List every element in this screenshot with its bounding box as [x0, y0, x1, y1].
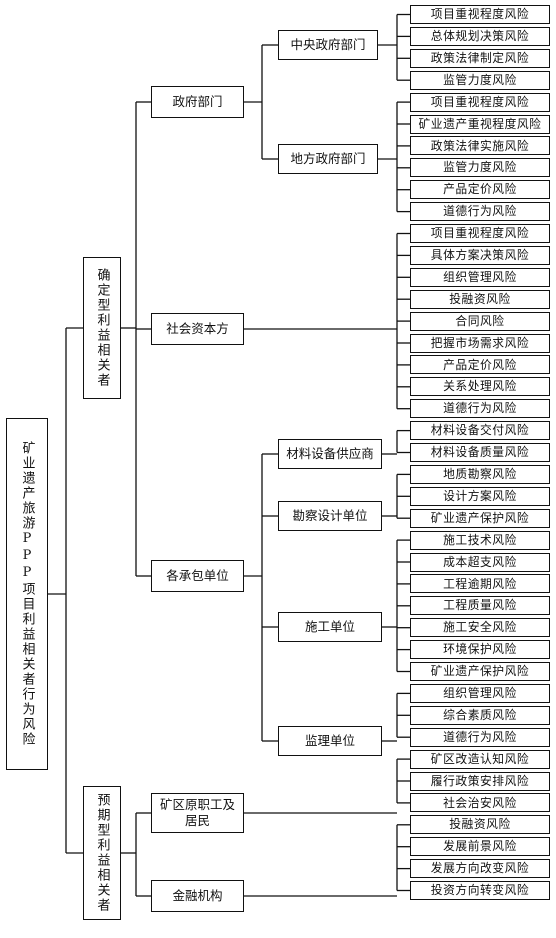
leaf-financial-1: 发展前景风险	[410, 837, 550, 857]
node-contractors: 各承包单位	[151, 560, 244, 592]
leaf-central-gov-0: 项目重视程度风险	[410, 5, 550, 24]
leaf-construction-1: 成本超支风险	[410, 552, 550, 572]
leaf-construction-6: 矿业遗产保护风险	[410, 662, 550, 681]
leaf-survey-design-0: 地质勘察风险	[410, 464, 550, 484]
leaf-residents-2: 社会治安风险	[410, 793, 550, 813]
node-financial: 金融机构	[151, 880, 244, 912]
leaf-local-gov-4: 产品定价风险	[410, 180, 550, 200]
leaf-social-capital-7: 关系处理风险	[410, 377, 550, 397]
node-supervision: 监理单位	[278, 726, 382, 756]
node-central-gov: 中央政府部门	[278, 30, 378, 60]
leaf-local-gov-0: 项目重视程度风险	[410, 92, 550, 112]
leaf-survey-design-1: 设计方案风险	[410, 486, 550, 506]
leaf-local-gov-3: 监管力度风险	[410, 158, 550, 178]
leaf-local-gov-2: 政策法律实施风险	[410, 136, 550, 156]
leaf-residents-1: 履行政策安排风险	[410, 771, 550, 791]
leaf-social-capital-5: 把握市场需求风险	[410, 333, 550, 353]
leaf-social-capital-2: 组织管理风险	[410, 267, 550, 287]
leaf-social-capital-0: 项目重视程度风险	[410, 224, 550, 243]
leaf-material-supplier-1: 材料设备质量风险	[410, 443, 550, 462]
leaf-construction-5: 环境保护风险	[410, 640, 550, 660]
group-confirmed: 确定型利益相关者	[83, 257, 121, 399]
leaf-construction-0: 施工技术风险	[410, 530, 550, 550]
node-material-supplier: 材料设备供应商	[278, 439, 382, 469]
leaf-construction-2: 工程逾期风险	[410, 574, 550, 594]
leaf-financial-3: 投资方向转变风险	[410, 881, 550, 900]
leaf-central-gov-2: 政策法律制定风险	[410, 48, 550, 68]
leaf-material-supplier-0: 材料设备交付风险	[410, 421, 550, 441]
leaf-social-capital-1: 具体方案决策风险	[410, 245, 550, 265]
leaf-financial-0: 投融资风险	[410, 815, 550, 835]
leaf-social-capital-3: 投融资风险	[410, 289, 550, 309]
leaf-supervision-1: 综合素质风险	[410, 705, 550, 725]
leaf-local-gov-5: 道德行为风险	[410, 202, 550, 222]
node-survey-design: 勘察设计单位	[278, 501, 382, 531]
leaf-construction-4: 施工安全风险	[410, 618, 550, 638]
node-residents: 矿区原职工及居民	[151, 793, 244, 833]
node-construction: 施工单位	[278, 612, 382, 642]
leaf-social-capital-8: 道德行为风险	[410, 399, 550, 419]
leaf-supervision-2: 道德行为风险	[410, 727, 550, 747]
leaf-social-capital-6: 产品定价风险	[410, 355, 550, 375]
leaf-financial-2: 发展方向改变风险	[410, 859, 550, 879]
node-government: 政府部门	[151, 86, 244, 118]
node-social-capital: 社会资本方	[151, 313, 244, 345]
leaf-residents-0: 矿区改造认知风险	[410, 749, 550, 769]
leaf-survey-design-2: 矿业遗产保护风险	[410, 508, 550, 528]
leaf-local-gov-1: 矿业遗产重视程度风险	[410, 114, 550, 134]
leaf-construction-3: 工程质量风险	[410, 596, 550, 616]
node-local-gov: 地方政府部门	[278, 144, 378, 174]
leaf-central-gov-3: 监管力度风险	[410, 70, 550, 90]
leaf-supervision-0: 组织管理风险	[410, 683, 550, 703]
group-expected: 预期型利益相关者	[83, 786, 121, 920]
leaf-central-gov-1: 总体规划决策风险	[410, 26, 550, 46]
leaf-social-capital-4: 合同风险	[410, 311, 550, 331]
root-box: 矿业遗产旅游PPP项目利益相关者行为风险	[6, 418, 48, 770]
